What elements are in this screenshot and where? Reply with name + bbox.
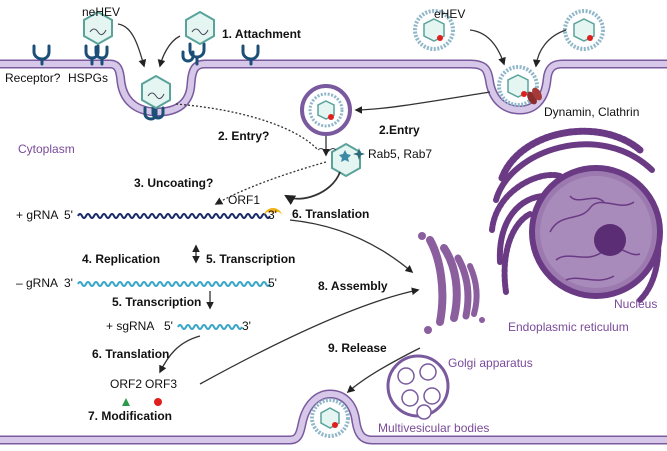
- neg-grna-5prime: 5': [268, 276, 277, 290]
- capsid-icon: [185, 10, 215, 46]
- top-membrane: [0, 59, 667, 117]
- bottom-membrane: [0, 389, 667, 445]
- star-icon: [339, 150, 351, 162]
- sgrna-strand: [177, 324, 243, 330]
- endosome-icon: [300, 84, 352, 136]
- ehev-icon: [413, 9, 455, 51]
- sgrna-label: + sgRNA: [106, 319, 155, 333]
- receptors: [32, 42, 260, 121]
- orf2-triangle-icon: [122, 398, 130, 406]
- nucleus-icon: [529, 165, 663, 299]
- orf1-label: ORF1: [228, 193, 261, 207]
- step-replication: 4. Replication: [82, 252, 161, 266]
- step-transcription-1: 5. Transcription: [206, 252, 296, 266]
- dynamin-icon: [527, 87, 542, 105]
- step-assembly: 8. Assembly: [318, 279, 388, 293]
- step-modification: 7. Modification: [88, 409, 172, 423]
- orf3-dot-icon: [154, 398, 162, 406]
- er-label: Endoplasmic reticulum: [508, 320, 629, 334]
- nucleus-label: Nucleus: [614, 297, 658, 311]
- rab-label: Rab5, Rab7: [368, 147, 433, 161]
- rab-icons: [339, 148, 365, 162]
- arrows: [117, 23, 567, 394]
- pos-grna-label: + gRNA: [16, 208, 59, 222]
- step-entry-neHEV: 2. Entry?: [218, 129, 270, 143]
- neg-grna-label: – gRNA: [16, 276, 59, 290]
- positive-grna-strand: [77, 213, 271, 219]
- orf2-label: ORF2: [110, 377, 143, 391]
- sgrna-5prime: 5': [164, 319, 173, 333]
- star-icon: [353, 148, 365, 160]
- hspg-icon: [143, 106, 158, 121]
- capsid-icon: [141, 74, 171, 110]
- pos-grna-5prime: 5': [64, 208, 73, 222]
- nehev-label: neHEV: [82, 5, 121, 19]
- sgrna-3prime: 3': [242, 319, 251, 333]
- golgi-label: Golgi apparatus: [448, 356, 533, 370]
- hspg-icon: [181, 50, 195, 63]
- step-attachment: 1. Attachment: [222, 27, 301, 41]
- step-translation-2: 6. Translation: [92, 347, 170, 361]
- cytoplasm-label: Cytoplasm: [18, 142, 75, 156]
- step-release: 9. Release: [328, 341, 387, 355]
- capsid-icon: [83, 10, 113, 46]
- ehev-label: eHEV: [434, 7, 466, 21]
- receptor-icon: [241, 44, 260, 61]
- orf3-label: ORF3: [145, 377, 178, 391]
- step-transcription-2: 5. Transcription: [112, 295, 202, 309]
- step-entry-eHEV: 2.Entry: [379, 123, 420, 137]
- ehev-particles: [300, 9, 605, 438]
- receptor-icon: [32, 44, 51, 61]
- negative-grna-strand: [77, 281, 271, 287]
- neg-grna-3prime: 3': [64, 276, 73, 290]
- nehev-capsids: [83, 10, 361, 178]
- orf1-protein-icon: [264, 208, 282, 216]
- multivesicular-body-icon: [386, 354, 450, 420]
- ehev-icon: [563, 9, 605, 51]
- rna-strands: [77, 213, 271, 330]
- dynamin-clathrin-label: Dynamin, Clathrin: [544, 105, 640, 119]
- hspgs-label: HSPGs: [68, 71, 109, 85]
- mvb-label: Multivesicular bodies: [378, 421, 490, 435]
- hspg-icon: [151, 106, 165, 120]
- golgi-apparatus-icon: [418, 232, 485, 334]
- pos-grna-3prime: 3': [268, 208, 277, 222]
- step-translation-1: 6. Translation: [292, 207, 370, 221]
- released-ehev-icon: [310, 398, 350, 438]
- step-uncoating: 3. Uncoating?: [134, 176, 214, 190]
- receptor-label: Receptor?: [5, 71, 61, 85]
